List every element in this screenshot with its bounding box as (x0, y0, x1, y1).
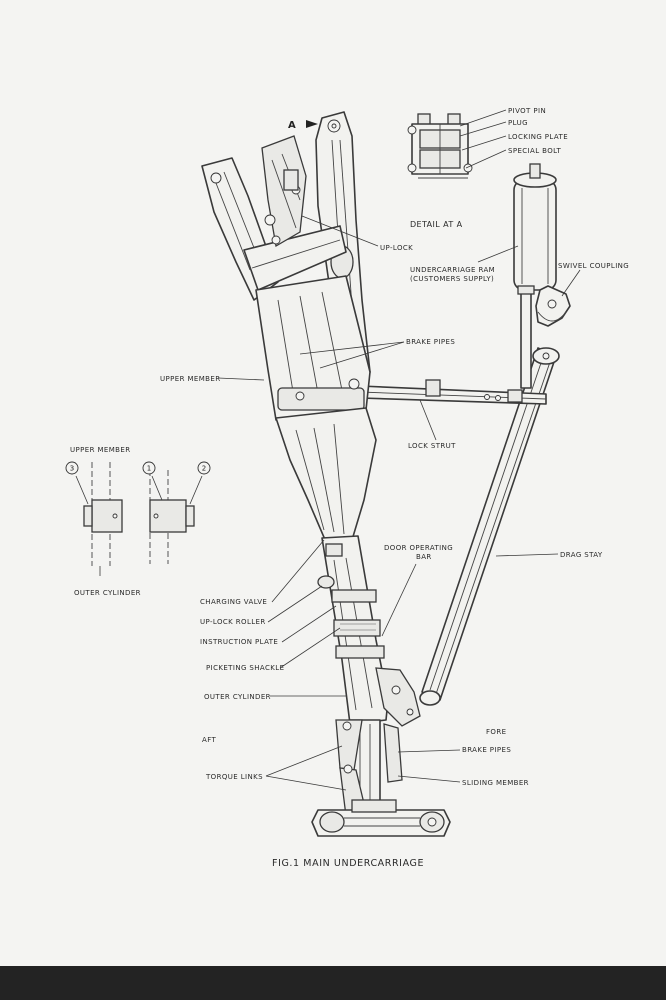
label-charging-valve: CHARGING VALVE (200, 598, 267, 606)
upper-member (201, 111, 371, 421)
label-picketing-shackle: PICKETING SHACKLE (206, 664, 284, 672)
label-undercarriage-ram: UNDERCARRIAGE RAM (410, 266, 495, 274)
label-pivot-pin: PIVOT PIN (508, 107, 546, 115)
outer-cylinder (275, 407, 389, 725)
inset-label-outer-cylinder: OUTER CYLINDER (74, 589, 141, 597)
label-locking-plate: LOCKING PLATE (508, 133, 568, 141)
axle-assembly (311, 799, 451, 837)
label-instruction-plate: INSTRUCTION PLATE (200, 638, 278, 646)
leader-lines (217, 109, 581, 791)
figure-caption: FIG.1 MAIN UNDERCARRIAGE (272, 858, 424, 869)
up-lock-mechanism (261, 135, 307, 248)
detail-arrow-icon (306, 120, 318, 128)
label-customers-supply: (CUSTOMERS SUPPLY) (410, 275, 494, 283)
svg-text:2: 2 (202, 465, 206, 473)
label-drag-stay: DRAG STAY (560, 551, 603, 559)
swivel-coupling (535, 285, 571, 327)
label-fore: FORE (486, 728, 506, 736)
svg-text:3: 3 (70, 465, 74, 473)
label-brake-pipes-bottom: BRAKE PIPES (462, 746, 511, 754)
label-upper-member: UPPER MEMBER (160, 375, 220, 383)
label-door-operating: DOOR OPERATING (384, 544, 453, 552)
label-up-lock-roller: UP-LOCK ROLLER (200, 618, 266, 626)
drag-stay (419, 347, 560, 706)
label-torque-links: TORQUE LINKS (205, 773, 263, 781)
detail-a-drawing (407, 113, 473, 179)
label-door-operating-bar: BAR (416, 553, 432, 561)
label-aft: AFT (202, 736, 216, 744)
svg-text:1: 1 (147, 465, 151, 473)
label-special-bolt: SPECIAL BOLT (508, 147, 561, 155)
door-operating-bar (375, 667, 421, 727)
label-detail-at-a: DETAIL AT A (410, 220, 463, 229)
label-lock-strut: LOCK STRUT (408, 442, 456, 450)
inset-callout-3: 3 (65, 461, 79, 475)
label-outer-cylinder: OUTER CYLINDER (204, 693, 271, 701)
inset-callout-2: 2 (197, 461, 211, 475)
detail-marker-a: A (288, 120, 296, 131)
label-sliding-member: SLIDING MEMBER (462, 779, 529, 787)
inset-label-upper-member: UPPER MEMBER (70, 446, 130, 454)
inset-callout-1: 1 (142, 461, 156, 475)
inset-sketch (75, 462, 203, 576)
lock-strut (359, 379, 547, 405)
page-edge-shadow (0, 966, 666, 1000)
torque-links (335, 719, 403, 817)
label-swivel-coupling: SWIVEL COUPLING (558, 262, 629, 270)
label-up-lock: UP-LOCK (380, 244, 413, 252)
undercarriage-ram (513, 163, 557, 389)
label-plug: PLUG (508, 119, 528, 127)
label-brake-pipes-top: BRAKE PIPES (406, 338, 455, 346)
